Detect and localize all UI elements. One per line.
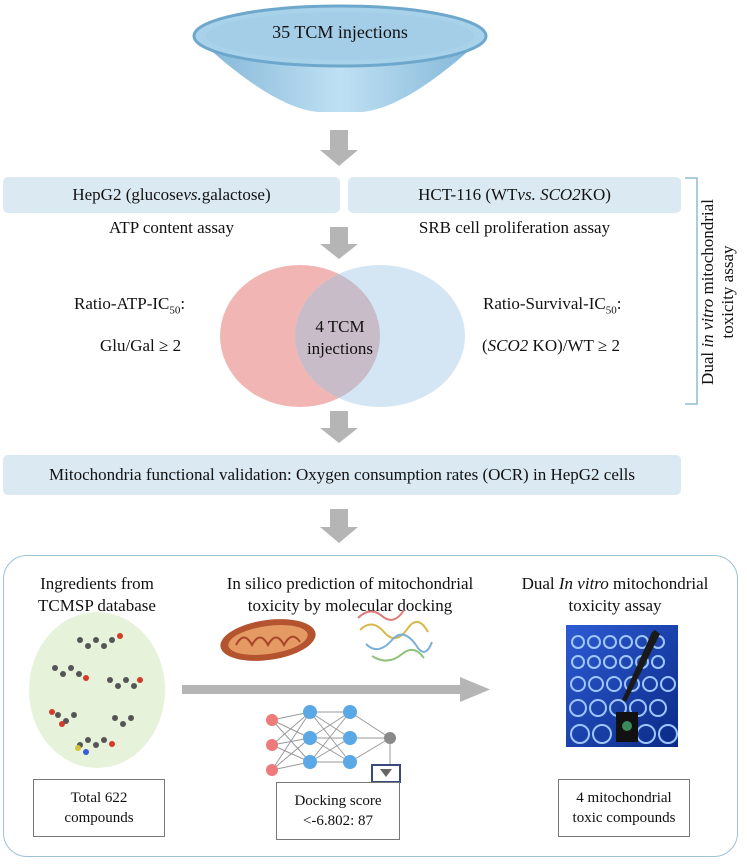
neural-network-illustration [266, 705, 401, 783]
arrow-down-2 [320, 227, 358, 259]
arrow-down-3 [320, 411, 358, 443]
docking-score-box: Docking score<-6.802: 87 [276, 782, 400, 840]
molecules-illustration [29, 612, 165, 768]
funnel-graphic [192, 4, 488, 112]
ratio-survival-label: Ratio-Survival-IC50: [483, 294, 622, 317]
protein-illustration [357, 609, 433, 662]
hct116-assay-pill: HCT-116 (WT vs. SCO2 KO) [348, 177, 681, 213]
invitro-heading: Dual In vitro mitochondrial toxicity ass… [521, 574, 709, 615]
validation-pill: Mitochondria functional validation: Oxyg… [3, 455, 681, 495]
arrow-down-1 [320, 130, 358, 166]
hepg2-assay-pill: HepG2 (glucose vs. galactose) [3, 177, 340, 213]
venn-center-label: 4 TCM injections [306, 317, 374, 358]
sco2-ratio-label: (SCO2 KO)/WT ≥ 2 [482, 336, 620, 355]
funnel-label: 35 TCM injections [272, 22, 408, 42]
srb-assay-label: SRB cell proliferation assay [418, 218, 611, 237]
mitochondrion-illustration [220, 619, 316, 661]
ingredients-heading: Ingredients from TCMSP database [38, 574, 156, 615]
glu-gal-label: Glu/Gal ≥ 2 [100, 336, 182, 355]
venn-overlap [295, 265, 380, 407]
atp-assay-label: ATP content assay [109, 218, 234, 237]
insilico-heading: In silico prediction of mitochondrial to… [226, 574, 474, 615]
side-bracket [685, 177, 698, 405]
pipeline-arrow [182, 677, 490, 702]
well-plate-illustration [566, 625, 678, 747]
ratio-atp-label: Ratio-ATP-IC50: [74, 294, 186, 317]
pipeline-frame [3, 555, 738, 857]
venn-diagram [220, 265, 465, 407]
arrow-down-4 [320, 509, 358, 543]
